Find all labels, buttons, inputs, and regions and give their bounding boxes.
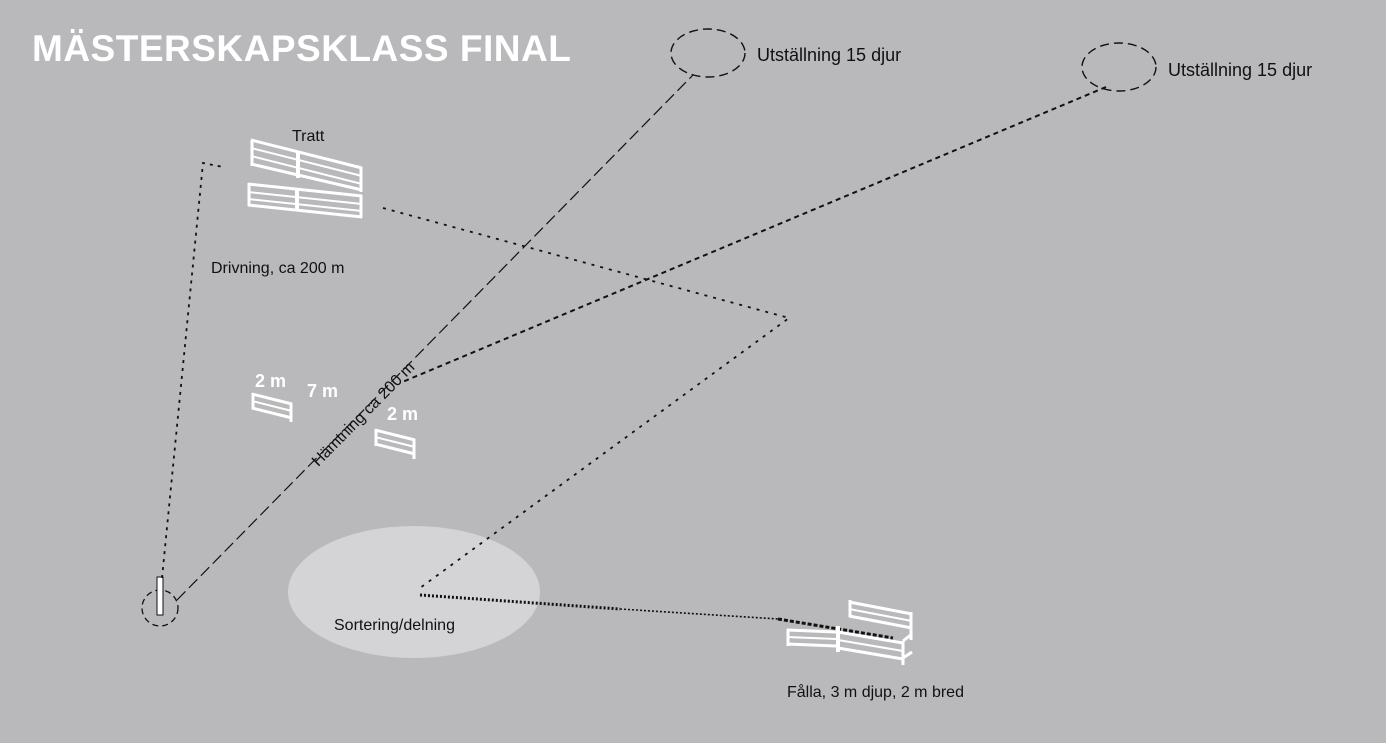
pen-label: Fålla, 3 m djup, 2 m bred	[787, 684, 964, 701]
drive-label: Drivning, ca 200 m	[211, 260, 345, 277]
gate-gap-label: 7 m	[307, 381, 339, 401]
page-title: MÄSTERSKAPSKLASS FINAL	[32, 28, 572, 69]
pen-fence-back	[848, 600, 913, 640]
funnel-fence-top	[250, 138, 363, 192]
drive-path-line	[161, 161, 224, 579]
pen-fence-left	[786, 628, 837, 648]
funnel-fence-bottom	[247, 182, 363, 219]
exhibition-circle-2	[1081, 42, 1157, 92]
fetch-path-line	[176, 74, 694, 601]
pen-fence-front	[836, 626, 913, 665]
exhibition-label-1: Utställning 15 djur	[757, 45, 902, 65]
sorting-area	[288, 526, 540, 658]
gate-left-width-label: 2 m	[255, 371, 287, 391]
sorting-label: Sortering/delning	[334, 617, 455, 634]
gate-right-width-label: 2 m	[387, 404, 419, 424]
funnel-label: Tratt	[292, 128, 325, 145]
exhibition-2-path-line	[399, 86, 1107, 384]
pen-path-line-thick	[419, 593, 621, 611]
pen-path-line-end	[777, 617, 894, 640]
gate-fence-left	[251, 392, 293, 422]
post-marker	[156, 576, 164, 616]
gate-fence-right	[374, 428, 416, 459]
exhibition-label-2: Utställning 15 djur	[1168, 60, 1313, 80]
pen-path-line-thin	[619, 608, 779, 620]
exhibition-circle-1	[670, 28, 746, 78]
